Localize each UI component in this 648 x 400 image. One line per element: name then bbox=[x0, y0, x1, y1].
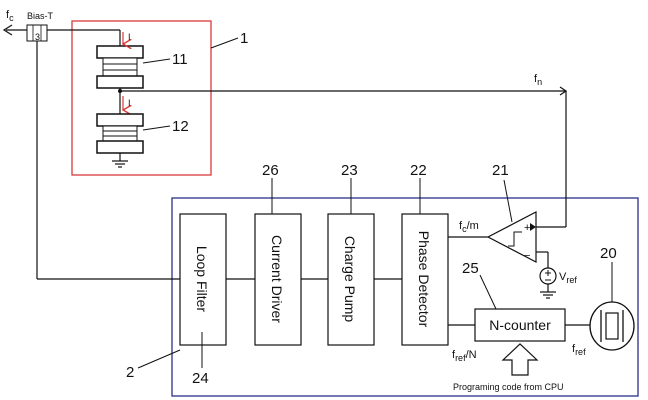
current-i2: I bbox=[128, 98, 131, 108]
fref-label: fref bbox=[572, 343, 586, 357]
current-i1: I bbox=[128, 32, 131, 42]
fc-arrow-head bbox=[2, 24, 13, 36]
comparator-plus: + bbox=[524, 222, 530, 234]
ref-21: 21 bbox=[492, 162, 509, 179]
ref-12: 12 bbox=[172, 118, 189, 135]
crystal-oscillator-20 bbox=[589, 301, 635, 351]
fref-n-label: fref/N bbox=[452, 349, 477, 363]
ref-1: 1 bbox=[240, 30, 248, 47]
n-counter-label: N-counter bbox=[489, 317, 551, 333]
ref-11: 11 bbox=[172, 51, 188, 68]
ref-24: 24 bbox=[192, 370, 209, 387]
vref-source bbox=[539, 267, 557, 285]
ref-26: 26 bbox=[262, 162, 279, 179]
programming-label: Programing code from CPU bbox=[453, 382, 564, 392]
current-driver-label: Current Driver bbox=[269, 235, 285, 323]
pll-box bbox=[171, 197, 639, 397]
resonator-12 bbox=[96, 113, 144, 154]
ground-symbol-2 bbox=[540, 284, 556, 299]
charge-pump-label: Charge Pump bbox=[342, 236, 358, 323]
phase-detector-block bbox=[401, 213, 449, 346]
fn-label: fn bbox=[534, 73, 542, 87]
n-counter-block bbox=[474, 308, 566, 342]
resonator-11 bbox=[96, 45, 144, 89]
programming-arrow bbox=[501, 343, 539, 376]
bias-t-label: Bias-T bbox=[27, 11, 54, 21]
ref-2: 2 bbox=[126, 364, 134, 381]
loop-filter-label: Loop Filter bbox=[194, 246, 210, 312]
fc-label: fc bbox=[6, 9, 14, 23]
fcm-label: fc/m bbox=[459, 220, 479, 234]
bias-t-number: 3 bbox=[35, 32, 40, 42]
comparator-21 bbox=[486, 211, 537, 263]
resonator-box bbox=[71, 20, 212, 176]
ref-25: 25 bbox=[462, 260, 479, 277]
ref-22: 22 bbox=[410, 162, 427, 179]
vref-label: Vref bbox=[559, 271, 577, 285]
comparator-minus: − bbox=[524, 250, 530, 262]
phase-detector-label: Phase Detector bbox=[416, 231, 432, 328]
ref-23: 23 bbox=[341, 162, 358, 179]
ref-20: 20 bbox=[600, 245, 617, 262]
ground-symbol-1 bbox=[112, 153, 128, 168]
